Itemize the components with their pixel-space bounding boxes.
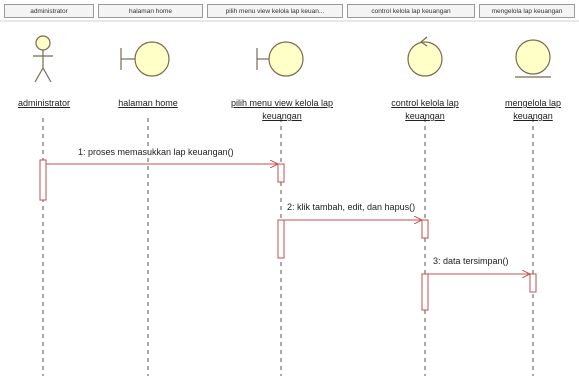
object-label-pilih-menu[interactable]: pilih menu view kelola lap keuangan <box>230 98 334 121</box>
message-label-3: 3: data tersimpan() <box>433 256 509 266</box>
boundary-icon[interactable] <box>256 41 304 77</box>
object-label-control[interactable]: control kelola lap keuangan <box>391 98 459 121</box>
header-tab-administrator[interactable]: administrator <box>4 4 94 18</box>
message-label-2: 2: klik tambah, edit, dan hapus() <box>287 202 416 212</box>
object-label-halaman-home[interactable]: halaman home <box>118 98 178 108</box>
activation-pilih-menu-2 <box>277 219 285 259</box>
message-label-1: 1: proses memasukkan lap keuangan() <box>78 147 234 157</box>
object-label-mengelola[interactable]: mengelola lap keuangan <box>504 98 562 121</box>
activation-administrator <box>39 159 47 201</box>
control-icon[interactable] <box>407 36 443 77</box>
activation-mengelola <box>529 273 537 293</box>
object-label-administrator[interactable]: administrator <box>17 98 71 108</box>
activation-pilih-menu-1 <box>277 163 285 183</box>
activation-control-2 <box>421 273 429 311</box>
boundary-icon[interactable] <box>120 41 170 77</box>
actor-icon[interactable] <box>33 35 53 83</box>
entity-icon[interactable] <box>515 39 551 78</box>
header-tab-pilih-menu[interactable]: pilih menu view kelola lap keuan... <box>207 4 343 18</box>
header-tab-mengelola[interactable]: mengelola lap keuangan <box>479 4 575 18</box>
header-tab-halaman-home[interactable]: halaman home <box>98 4 203 18</box>
header-tab-control[interactable]: control kelola lap keuangan <box>347 4 475 18</box>
activation-control-1 <box>421 219 429 239</box>
